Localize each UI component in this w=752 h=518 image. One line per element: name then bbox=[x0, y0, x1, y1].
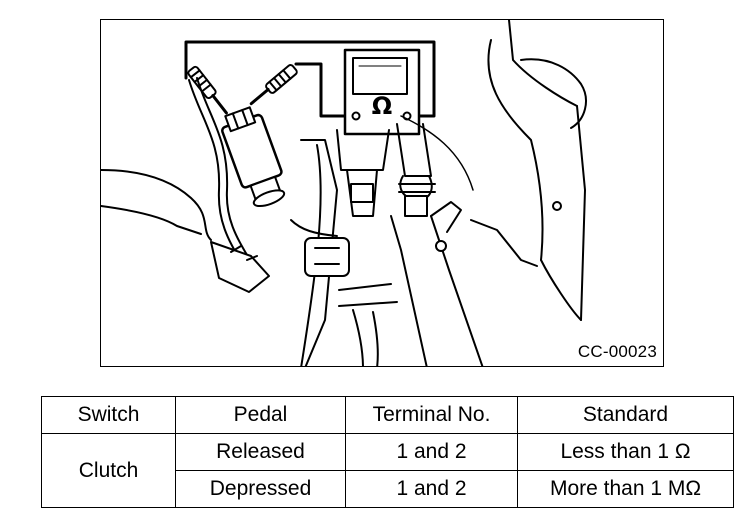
header-standard: Standard bbox=[517, 396, 734, 434]
terminal-cell: 1 and 2 bbox=[345, 470, 518, 508]
header-terminal: Terminal No. bbox=[345, 396, 518, 434]
standard-cell: Less than 1 Ω bbox=[517, 433, 734, 471]
pedal-cell: Released bbox=[175, 433, 346, 471]
standard-cell: More than 1 MΩ bbox=[517, 470, 734, 508]
meter-lead-wire bbox=[184, 40, 436, 118]
table-row: Depressed 1 and 2 More than 1 MΩ bbox=[42, 470, 734, 508]
header-pedal: Pedal bbox=[175, 396, 346, 434]
clutch-switch-ohmmeter-illustration: Ω bbox=[101, 20, 587, 366]
clutch-switch-spec-table: Switch Pedal Terminal No. Standard Clutc… bbox=[41, 396, 734, 508]
clutch-switch bbox=[221, 106, 286, 208]
table-row: Clutch Released 1 and 2 Less than 1 Ω bbox=[41, 433, 734, 508]
terminal-cell: 1 and 2 bbox=[345, 433, 518, 471]
figure-code: CC-00023 bbox=[577, 342, 657, 361]
ohm-symbol: Ω bbox=[372, 92, 392, 120]
pedal-cell: Depressed bbox=[175, 470, 346, 508]
ohmmeter bbox=[343, 48, 421, 136]
header-switch: Switch bbox=[41, 396, 176, 434]
switch-cell: Clutch bbox=[41, 433, 176, 508]
meter-lead-wire bbox=[294, 62, 358, 118]
test-probe-left bbox=[187, 65, 228, 115]
table-header-row: Switch Pedal Terminal No. Standard bbox=[41, 396, 734, 434]
test-probe-right bbox=[249, 64, 298, 106]
illustration-frame: Ω bbox=[100, 19, 664, 367]
